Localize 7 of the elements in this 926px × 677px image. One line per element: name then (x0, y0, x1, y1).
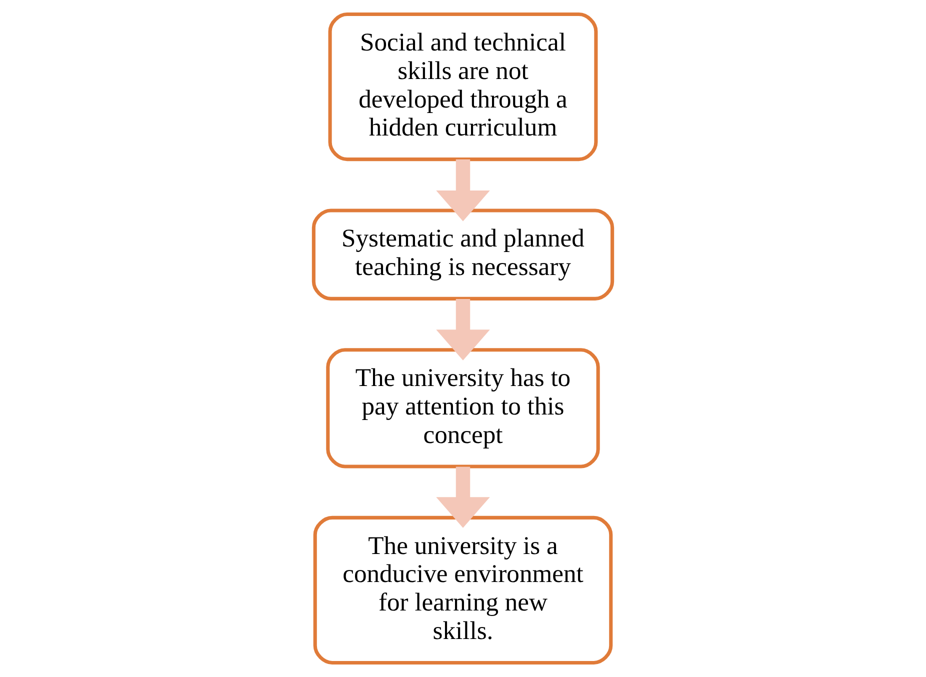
node-box: Social and technical skills are not developed through a hidden curriculum (328, 12, 598, 162)
arrow (436, 466, 490, 528)
arrow (436, 299, 490, 360)
node-box: The university has to pay attention to this concept (326, 348, 600, 468)
node-box: The university is a conducive environment for learning new skills. (313, 516, 613, 664)
node-box: Systematic and planned teaching is necessary (312, 208, 614, 300)
arrow (436, 159, 490, 222)
